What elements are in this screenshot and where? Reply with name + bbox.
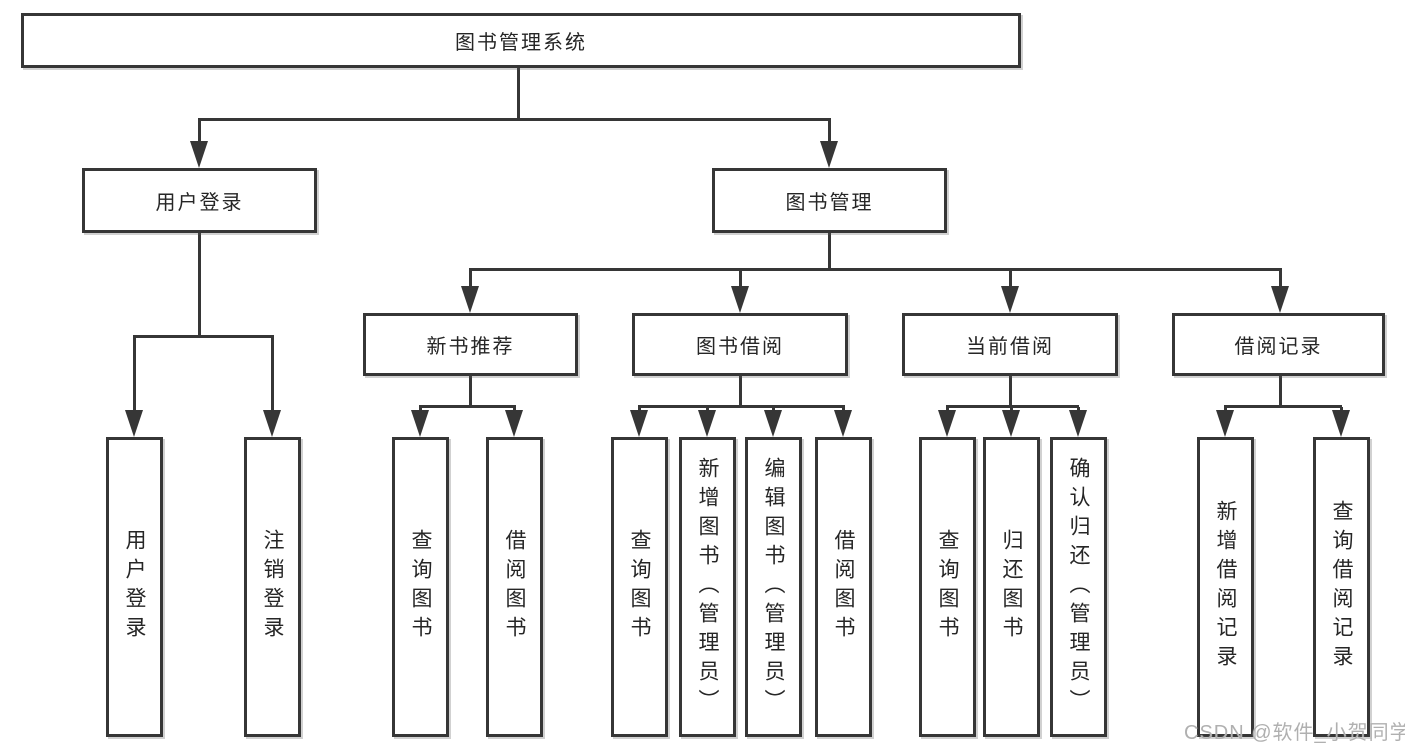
arrow-down-icon <box>263 410 281 437</box>
leaf-label: 确认归还（管理员） <box>1067 456 1090 718</box>
arrow-down-icon <box>698 410 716 437</box>
leaf-label: 新增借阅记录 <box>1214 500 1237 674</box>
arrow-down-icon <box>731 286 749 313</box>
leaf-label: 查询图书 <box>936 529 959 645</box>
connector-line <box>828 232 831 271</box>
watermark: CSDN @软件_小贺同学 <box>1184 722 1405 744</box>
arrow-down-icon <box>1216 410 1234 437</box>
node-current-borrow: 当前借阅 <box>902 313 1118 376</box>
leaf-label: 用户登录 <box>123 529 146 645</box>
arrow-down-icon <box>764 410 782 437</box>
connector-line <box>739 270 742 288</box>
leaf-logout: 注销登录 <box>244 437 301 737</box>
connector-line <box>469 268 1282 271</box>
arrow-down-icon <box>938 410 956 437</box>
leaf-query-books-borrow: 查询图书 <box>611 437 668 737</box>
leaf-label: 注销登录 <box>261 529 284 645</box>
connector-line <box>946 405 1079 408</box>
leaf-return-books: 归还图书 <box>983 437 1040 737</box>
connector-line <box>638 405 845 408</box>
connector-line <box>469 270 472 288</box>
leaf-label: 查询图书 <box>409 529 432 645</box>
node-label: 新书推荐 <box>426 336 515 358</box>
node-new-book-recommend: 新书推荐 <box>363 313 578 376</box>
node-label: 图书借阅 <box>696 336 784 358</box>
node-book-management: 图书管理 <box>712 168 947 233</box>
node-user-login: 用户登录 <box>82 168 317 233</box>
arrow-down-icon <box>1271 286 1289 313</box>
arrow-down-icon <box>411 410 429 437</box>
node-book-borrow: 图书借阅 <box>632 313 848 376</box>
leaf-label: 新增图书（管理员） <box>696 456 719 718</box>
connector-line <box>419 405 516 408</box>
leaf-label: 借阅图书 <box>832 529 855 645</box>
arrow-down-icon <box>834 410 852 437</box>
leaf-query-borrow-record: 查询借阅记录 <box>1313 437 1370 737</box>
leaf-borrow-books: 借阅图书 <box>815 437 872 737</box>
arrow-down-icon <box>125 410 143 437</box>
connector-line <box>469 376 472 407</box>
node-root: 图书管理系统 <box>21 13 1021 68</box>
leaf-label: 查询借阅记录 <box>1330 500 1353 674</box>
leaf-query-books-current: 查询图书 <box>919 437 976 737</box>
connector-line <box>198 232 201 338</box>
leaf-edit-book-admin: 编辑图书（管理员） <box>745 437 802 737</box>
node-label: 当前借阅 <box>966 336 1054 358</box>
connector-line <box>739 376 742 407</box>
node-label: 用户登录 <box>155 192 244 214</box>
connector-line <box>133 337 136 413</box>
arrow-down-icon <box>1002 410 1020 437</box>
node-borrow-records: 借阅记录 <box>1172 313 1385 376</box>
connector-line <box>828 120 831 144</box>
leaf-label: 归还图书 <box>1000 529 1023 645</box>
node-label: 借阅记录 <box>1234 336 1323 358</box>
connector-line <box>1279 376 1282 407</box>
connector-line <box>198 118 831 121</box>
leaf-query-books-recommend: 查询图书 <box>392 437 449 737</box>
leaf-borrow-books-recommend: 借阅图书 <box>486 437 543 737</box>
connector-line <box>133 335 274 338</box>
arrow-down-icon <box>820 141 838 168</box>
arrow-down-icon <box>505 410 523 437</box>
connector-line <box>1224 405 1342 408</box>
node-root-label: 图书管理系统 <box>455 32 587 54</box>
leaf-label: 借阅图书 <box>503 529 526 645</box>
connector-line <box>1009 270 1012 288</box>
leaf-confirm-return-admin: 确认归还（管理员） <box>1050 437 1107 737</box>
leaf-add-borrow-record: 新增借阅记录 <box>1197 437 1254 737</box>
arrow-down-icon <box>461 286 479 313</box>
connector-line <box>1009 376 1012 407</box>
arrow-down-icon <box>1069 410 1087 437</box>
connector-line <box>271 337 274 413</box>
arrow-down-icon <box>630 410 648 437</box>
arrow-down-icon <box>190 141 208 168</box>
leaf-add-book-admin: 新增图书（管理员） <box>679 437 736 737</box>
leaf-label: 查询图书 <box>628 529 651 645</box>
leaf-label: 编辑图书（管理员） <box>762 456 785 718</box>
leaf-user-login: 用户登录 <box>106 437 163 737</box>
arrow-down-icon <box>1332 410 1350 437</box>
node-label: 图书管理 <box>785 192 874 214</box>
connector-line <box>198 120 201 144</box>
arrow-down-icon <box>1001 286 1019 313</box>
connector-line <box>517 68 520 120</box>
connector-line <box>1279 270 1282 288</box>
